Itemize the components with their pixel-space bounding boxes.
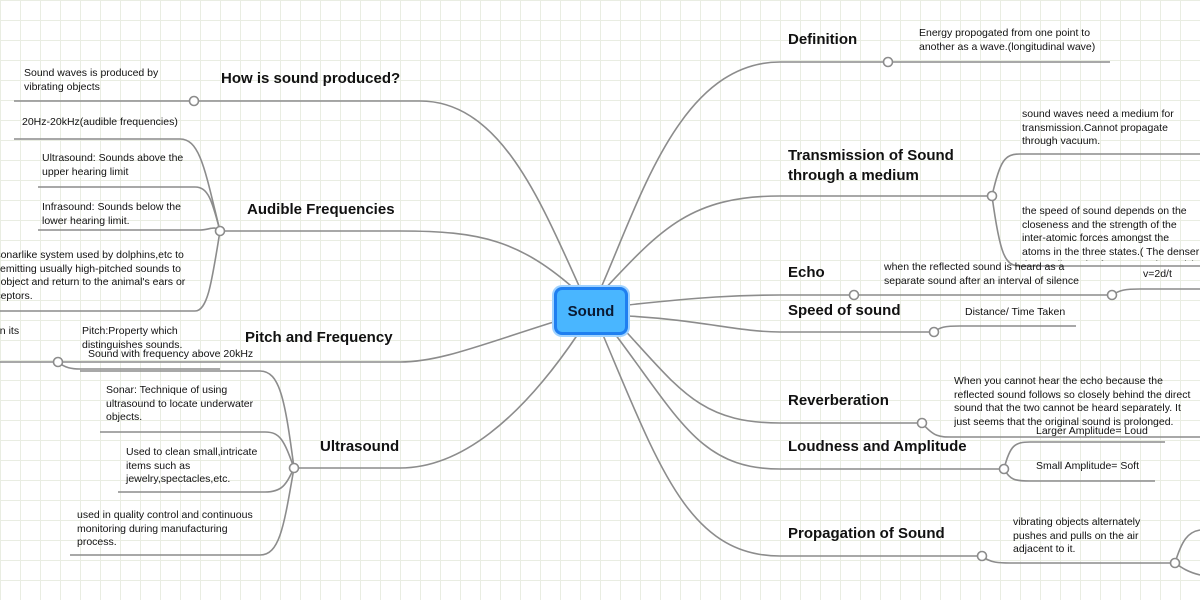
branch-reverberation[interactable]: Reverberation [788,392,889,409]
note-depending-on[interactable]: depending on its [0,325,20,337]
central-topic[interactable]: Sound [554,287,628,335]
branch-pitch-frequency[interactable]: Pitch and Frequency [245,329,393,346]
note-pitch-clip: depending on its [0,325,30,341]
node-handle [848,289,860,301]
note-ultrasound-definition[interactable]: Ultrasound: Sounds above the upper heari… [42,152,184,178]
note-audible-range[interactable]: 20Hz-20kHz(audible frequencies) [22,116,178,128]
branch-audible-frequencies[interactable]: Audible Frequencies [247,201,395,218]
note-quality-control[interactable]: used in quality control and continuous m… [77,509,253,548]
branch-transmission[interactable]: Transmission of Sound through a medium [788,147,954,184]
note-ultrasound-frequency[interactable]: Sound with frequency above 20kHz [88,348,254,360]
node-handle [52,356,64,368]
node-handle [998,463,1010,475]
branch-echo[interactable]: Echo [788,264,825,281]
node-handle [214,225,226,237]
note-dolphin-sonar[interactable]: A sonarlike system used by dolphins,etc … [0,249,186,302]
note-propagation[interactable]: vibrating objects alternately pushes and… [1013,516,1141,555]
note-reverberation[interactable]: When you cannot hear the echo because th… [954,375,1191,428]
branch-how-produced[interactable]: How is sound produced? [221,70,401,87]
note-infrasound-definition[interactable]: Infrasound: Sounds below the lower heari… [42,201,181,227]
node-handle [976,550,988,562]
note-vibrating-objects[interactable]: Sound waves is produced by vibrating obj… [24,67,159,93]
branch-speed-of-sound[interactable]: Speed of sound [788,302,901,319]
note-speed-depends[interactable]: the speed of sound depends on the closen… [1022,205,1200,261]
note-sonar-technique[interactable]: Sonar: Technique of using ultrasound to … [106,384,254,423]
node-handle [188,95,200,107]
note-echo-formula[interactable]: v=2d/t [1143,268,1172,280]
branch-loudness-amplitude[interactable]: Loudness and Amplitude [788,438,967,455]
note-pitch-property[interactable]: Pitch:Property which distinguishes sound… [82,325,183,351]
node-handle [916,417,928,429]
note-echo-definition[interactable]: when the reflected sound is heard as a s… [884,261,1079,287]
note-cleaning-use[interactable]: Used to clean small,intricate items such… [126,446,258,485]
note-larger-amplitude[interactable]: Larger Amplitude= Loud [1036,425,1148,437]
branch-ultrasound[interactable]: Ultrasound [320,438,400,455]
node-handle [288,462,300,474]
node-handle [882,56,894,68]
note-speed-formula[interactable]: Distance/ Time Taken [965,306,1066,318]
note-small-amplitude[interactable]: Small Amplitude= Soft [1036,460,1140,472]
branch-definition[interactable]: Definition [788,31,858,48]
node-handle [986,190,998,202]
node-handle [1106,289,1118,301]
note-medium-required[interactable]: sound waves need a medium for transmissi… [1022,108,1174,147]
node-handle [1169,557,1181,569]
note-sonar-clip: A sonarlike system used by dolphins,etc … [0,249,200,307]
node-handle [928,326,940,338]
branch-propagation[interactable]: Propagation of Sound [788,525,945,542]
note-definition[interactable]: Energy propogated from one point to anot… [919,27,1096,53]
